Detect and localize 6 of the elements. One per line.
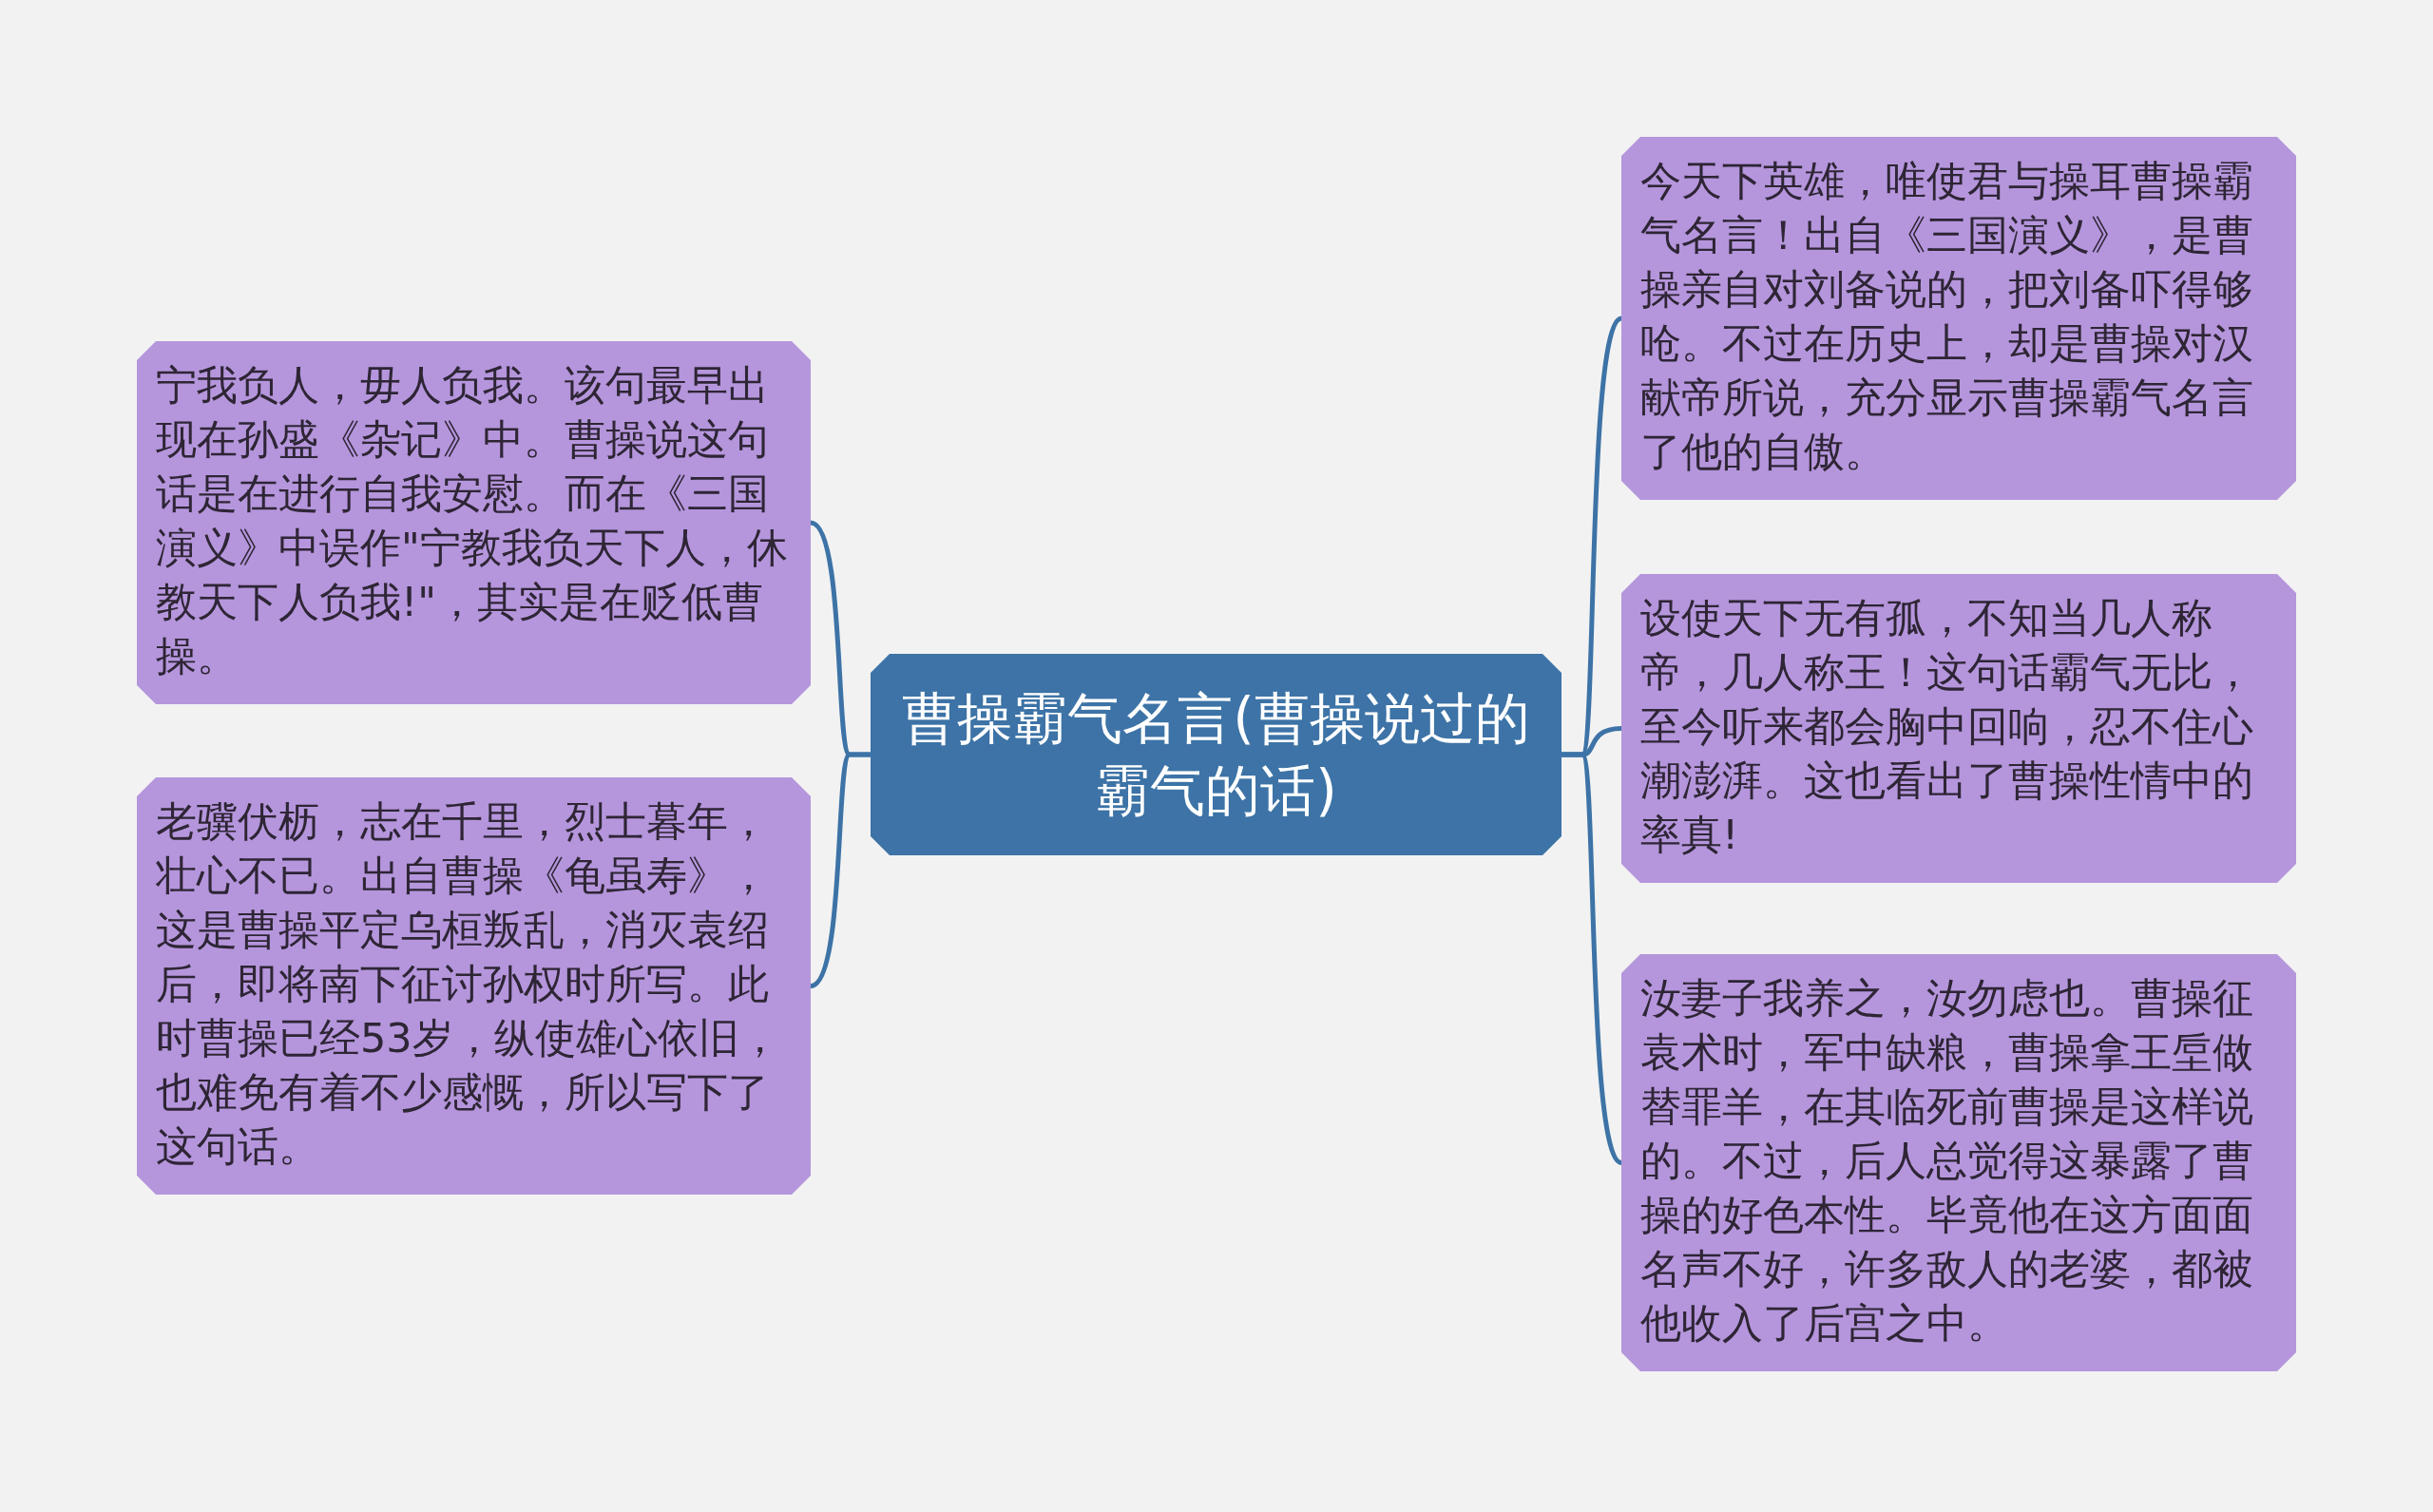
central-topic-box: 曹操霸气名言(曹操说过的霸气的话) [871,654,1561,855]
topic-box: 宁我负人，毋人负我。该句最早出现在孙盛《杂记》中。曹操说这句话是在进行自我安慰。而在《三国演义》中误作"宁教我负天下人，休教天下人负我!"，其实是在贬低曹操。 [137,341,811,704]
topic-box: 设使天下无有孤，不知当几人称帝，几人称王！这句话霸气无比，至今听来都会胸中回响，忍不住心潮澎湃。这也看出了曹操性情中的率真! [1621,574,2296,883]
topic-box: 老骥伏枥，志在千里，烈士暮年，壮心不已。出自曹操《龟虽寿》，这是曹操平定乌桓叛乱，消灭袁绍后，即将南下征讨孙权时所写。此时曹操已经53岁，纵使雄心依旧，也难免有着不少感慨，所以写下了这句话。 [137,777,811,1195]
topic-box: 今天下英雄，唯使君与操耳曹操霸气名言！出自《三国演义》，是曹操亲自对刘备说的，把刘备吓得够呛。不过在历史上，却是曹操对汉献帝所说，充分显示曹操霸气名言了他的自傲。 [1621,137,2296,500]
topic-box: 汝妻子我养之，汝勿虑也。曹操征袁术时，军中缺粮，曹操拿王垕做替罪羊，在其临死前曹操是这样说的。不过，后人总觉得这暴露了曹操的好色本性。毕竟他在这方面面名声不好，许多敌人的老婆，都被他收入了后宫之中。 [1621,954,2296,1371]
